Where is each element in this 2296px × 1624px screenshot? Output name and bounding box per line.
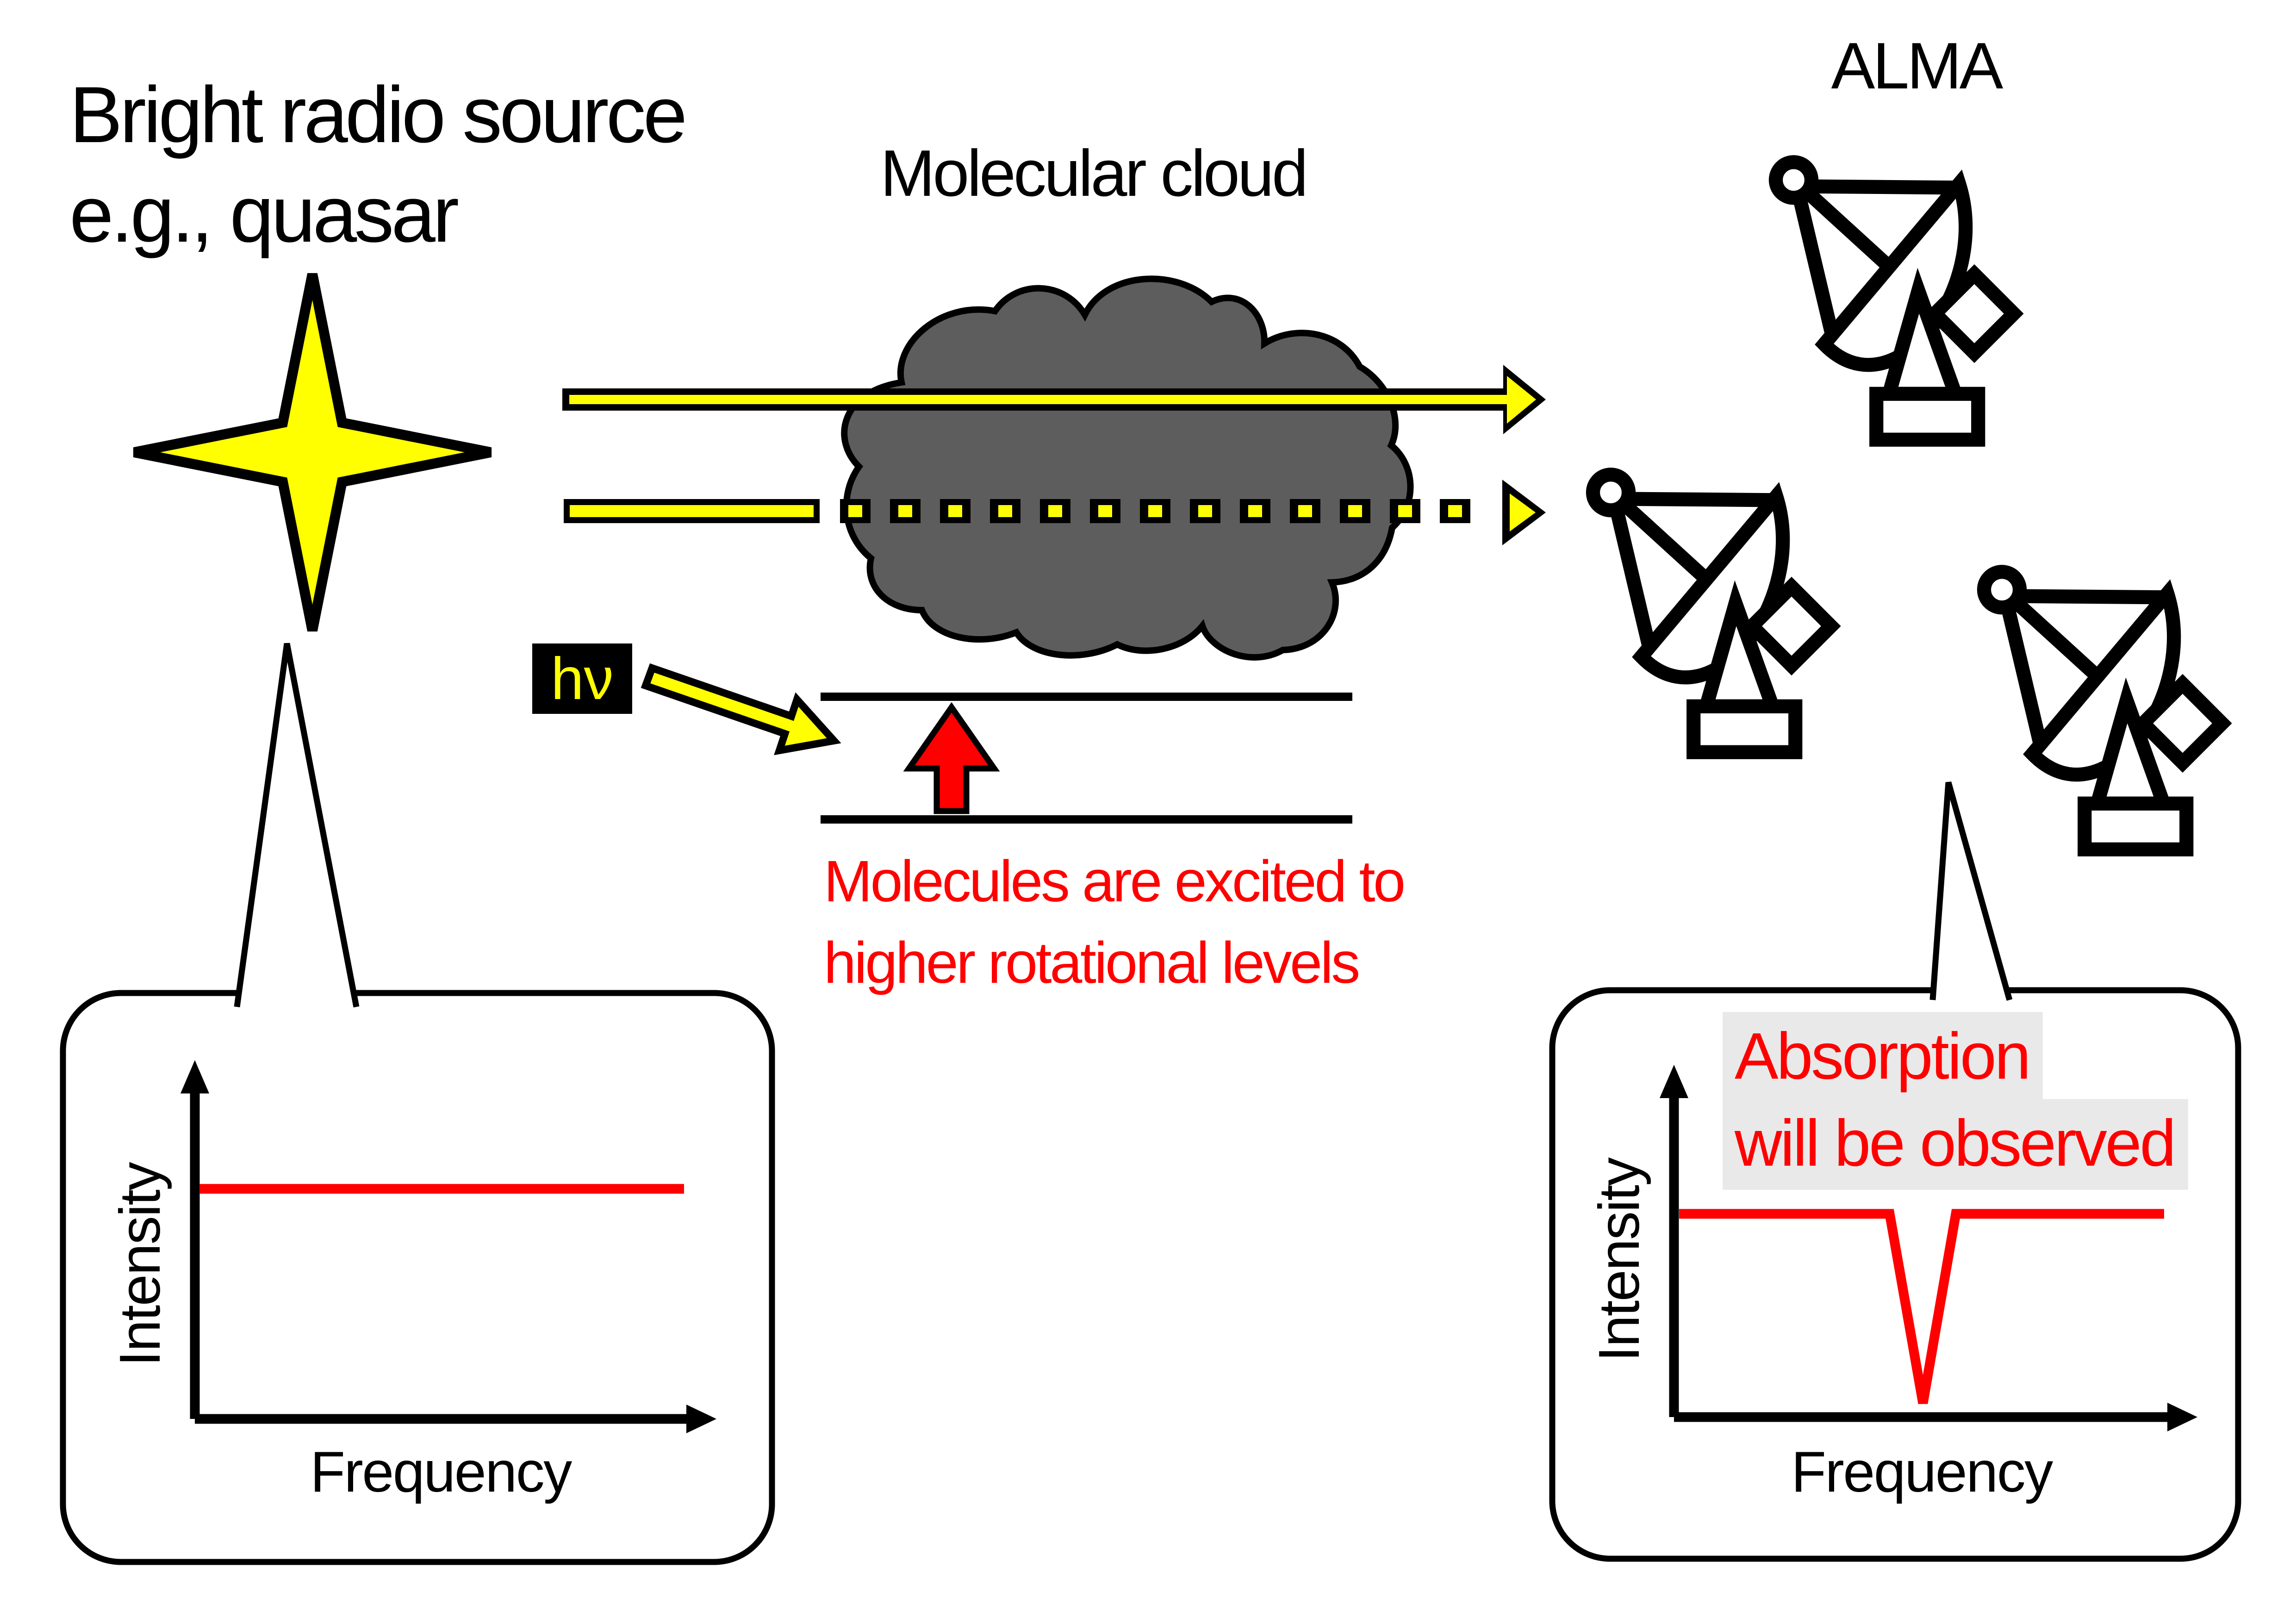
absorption-spectrum-line <box>1679 1209 2164 1404</box>
excitation-caption-line2: higher rotational levels <box>824 930 1360 995</box>
right-callout-tail <box>1929 781 2013 1001</box>
excitation-arrow-icon <box>903 702 1000 814</box>
right-plot-axes <box>1669 1093 2171 1422</box>
photon-energy-label: hν <box>551 645 614 712</box>
solid-radiation-arrow <box>562 365 1546 434</box>
excitation-caption-line1: Molecules are excited to <box>824 849 1406 914</box>
radio-source-title-line2: e.g., quasar <box>69 170 459 259</box>
right-y-axis-arrowhead <box>1660 1065 1688 1098</box>
quasar-star-icon <box>133 273 492 632</box>
molecular-cloud-label: Molecular cloud <box>880 137 1308 210</box>
photon-energy-badge: hν <box>532 643 632 714</box>
left-plot-x-axis-label: Frequency <box>310 1440 572 1504</box>
absorption-annotation-line1: Absorption <box>1723 1012 2043 1103</box>
alma-label: ALMA <box>1831 29 2004 103</box>
absorption-annotation-line2: will be observed <box>1723 1099 2189 1190</box>
right-plot-x-axis-label: Frequency <box>1791 1440 2053 1504</box>
left-x-axis-arrowhead <box>686 1405 716 1433</box>
dashed-radiation-arrow <box>564 480 1546 545</box>
right-x-axis-arrowhead <box>2167 1403 2197 1431</box>
left-y-axis-arrowhead <box>180 1060 209 1093</box>
molecular-cloud-shape <box>841 275 1414 661</box>
left-callout-tail <box>234 643 360 1008</box>
left-plot-y-axis-label: Intensity <box>108 1163 172 1367</box>
radio-telescope-icon-2 <box>1593 475 1831 752</box>
radio-source-title-line1: Bright radio source <box>69 70 687 159</box>
radio-telescope-icon-3 <box>1984 572 2222 849</box>
left-plot-axes <box>190 1088 690 1424</box>
photon-arrow <box>641 663 841 756</box>
right-plot-y-axis-label: Intensity <box>1587 1158 1651 1362</box>
radio-telescope-icon-1 <box>1776 162 2014 440</box>
